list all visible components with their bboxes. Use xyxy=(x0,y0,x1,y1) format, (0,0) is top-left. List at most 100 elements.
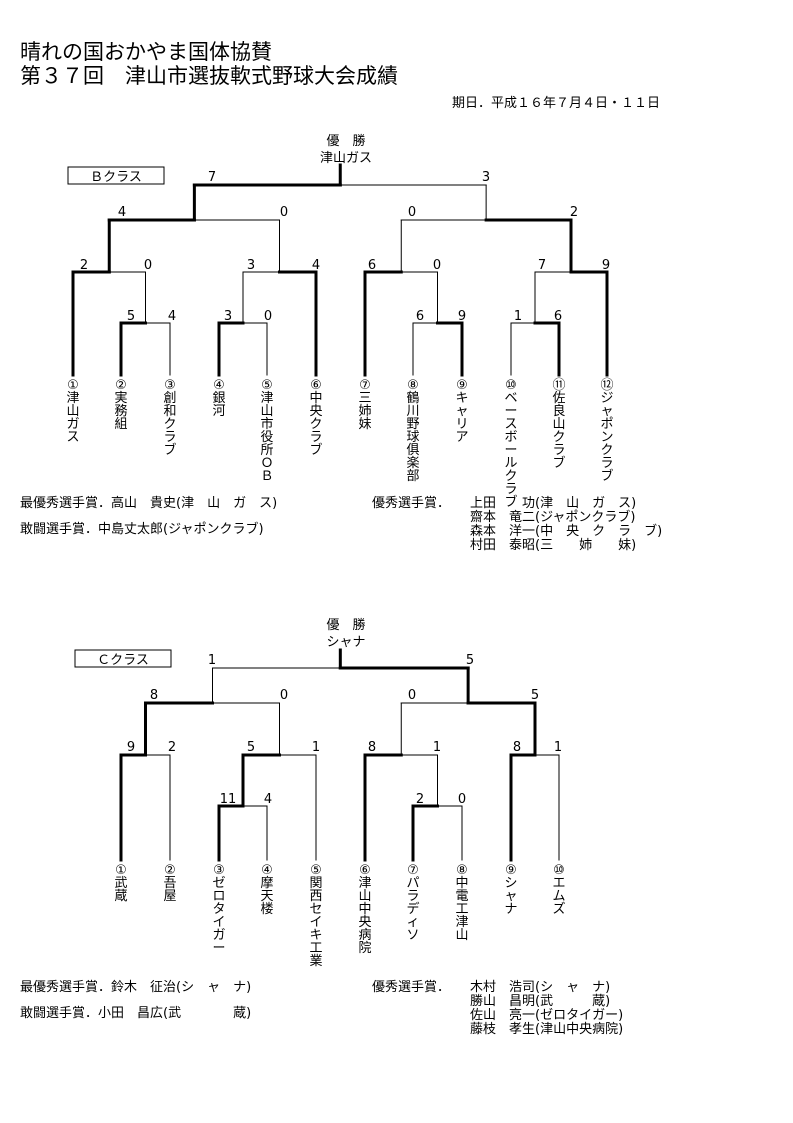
c-team-name-char: ⑦ xyxy=(407,863,419,878)
b-team-name-char: 俱 xyxy=(406,443,419,458)
b-team-name-char: ラ xyxy=(600,456,613,471)
c-excellent-player: 佐山 亮一(ゼロタイガー) xyxy=(470,1008,624,1023)
c-team-name-char: ャ xyxy=(504,889,517,904)
c-team-name-char: ⑧ xyxy=(456,863,468,878)
b-excellent-player: 齋本 竜二(ジャポンクラブ) xyxy=(470,510,636,525)
c-class-label-box xyxy=(74,649,172,668)
c-team-name-char: ⑤ xyxy=(310,863,322,878)
c-score: 1 xyxy=(208,653,216,668)
c-score: 0 xyxy=(280,688,288,703)
c-score: 5 xyxy=(466,653,474,668)
b-team-name-char: ブ xyxy=(309,442,322,458)
c-team-name-char: ⑥ xyxy=(359,863,371,878)
b-team-name-char: 山 xyxy=(260,404,273,419)
c-team-name-char: 央 xyxy=(358,915,371,930)
b-score: 4 xyxy=(168,309,176,324)
b-team-name-char: ④ xyxy=(213,378,225,393)
b-score: 3 xyxy=(482,170,490,185)
b-score: 0 xyxy=(433,258,441,273)
b-team-name-char: 妹 xyxy=(358,417,371,432)
c-team-name-char: 工 xyxy=(309,941,322,956)
b-score: 9 xyxy=(458,309,466,324)
c-team-name-char: 武 xyxy=(114,876,127,891)
c-team-name-char: ズ xyxy=(552,901,565,917)
c-score: 0 xyxy=(408,688,416,703)
b-team-name-char: 市 xyxy=(260,416,273,432)
b-team-name-char: ン xyxy=(600,430,613,445)
c-team-name: ①武蔵 xyxy=(114,863,127,904)
c-score: 8 xyxy=(150,688,158,703)
c-team-name-char: 山 xyxy=(358,889,371,904)
b-team-name-char: ガ xyxy=(66,417,79,432)
c-team-name-char: 院 xyxy=(358,941,371,956)
c-team-name-char: 西 xyxy=(309,889,322,904)
c-team-name-char: 中 xyxy=(455,876,468,891)
b-score: 5 xyxy=(127,309,135,324)
c-team-name-char: キ xyxy=(309,928,322,943)
b-score: 7 xyxy=(208,170,216,185)
b-team-name-char: 三 xyxy=(358,391,371,406)
b-team-name-char: ジ xyxy=(600,391,613,406)
c-score: 1 xyxy=(554,740,562,755)
b-team-name-char: 野 xyxy=(406,417,419,432)
c-mvp-label: 最優秀選手賞． xyxy=(20,980,112,995)
b-champion-label: 優 勝 xyxy=(326,134,365,149)
c-excellent-player: 木村 浩司(シ ャ ナ) xyxy=(470,980,611,995)
b-team-name-char: 和 xyxy=(163,404,176,419)
b-team-name-char: ⑤ xyxy=(261,378,273,393)
c-score: 4 xyxy=(264,792,272,807)
c-awards-right: 優秀選手賞． xyxy=(372,981,450,995)
b-awards-left: 最優秀選手賞．高山 貴史(津 山 ガ ス) 敢闘選手賞．中島丈太郎(ジャポンクラ… xyxy=(20,497,277,537)
c-score: 5 xyxy=(247,740,255,755)
b-team-name-char: ⑪ xyxy=(552,378,565,393)
b-team-name-char: ③ xyxy=(164,378,176,393)
b-team-name-char: ク xyxy=(600,443,613,458)
c-team-name-char: 中 xyxy=(358,902,371,917)
b-team-name-char: ポ xyxy=(600,417,613,432)
c-team-name: ②吾屋 xyxy=(163,863,176,904)
c-team-name-char: 屋 xyxy=(163,889,176,904)
c-team-name-char: ⑩ xyxy=(553,863,565,878)
b-team-name-char: ク xyxy=(309,417,322,432)
b-score: 3 xyxy=(247,258,255,273)
b-score: 6 xyxy=(368,258,376,273)
b-team-name-char: ボ xyxy=(504,430,517,445)
b-score: 2 xyxy=(80,258,88,273)
c-team-name-char: 蔵 xyxy=(114,889,127,904)
c-score: 1 xyxy=(433,740,441,755)
b-team-name-char: ⑩ xyxy=(505,378,517,393)
b-team-name-char: 川 xyxy=(406,404,419,419)
c-team-name-char: 電 xyxy=(455,889,468,904)
b-score: 0 xyxy=(264,309,272,324)
b-excellent-player: 村田 泰昭(三 姉 妹) xyxy=(470,538,637,553)
c-team-name-char: シ xyxy=(504,876,517,891)
c-team-name-char: 天 xyxy=(260,889,273,904)
b-class-label: Ｂクラス xyxy=(90,170,142,185)
b-team-name-char: ャ xyxy=(455,404,468,419)
b-team-name-char: ⑧ xyxy=(407,378,419,393)
b-team-name-char: ラ xyxy=(552,443,565,458)
b-excellent-list: 上田 功(津 山 ガ ス) 齋本 竜二(ジャポンクラブ) 森本 洋一(中 央 ク… xyxy=(470,497,662,553)
b-team-name-char: ス xyxy=(66,430,79,445)
c-excellent-player: 勝山 昌明(武 蔵) xyxy=(470,994,611,1009)
c-team-name-char: 関 xyxy=(309,876,322,891)
b-excellent-player: 森本 洋一(中 央 ク ラ ブ) xyxy=(470,524,663,539)
c-team-name-char: デ xyxy=(406,901,419,917)
b-fighting-label: 敢闘選手賞． xyxy=(20,522,99,537)
b-mvp-label: 最優秀選手賞． xyxy=(20,496,112,511)
b-team-name-char: 山 xyxy=(552,417,565,432)
b-fighting-player: 中島丈太郎(ジャポンクラブ) xyxy=(98,522,264,537)
b-team-name-char: ⑫ xyxy=(600,378,613,393)
b-team-name-char: ① xyxy=(67,378,79,393)
b-excellent-label: 優秀選手賞． xyxy=(372,496,451,511)
b-team-name-char: 組 xyxy=(114,417,127,432)
c-team-name-char: 楼 xyxy=(260,902,273,917)
